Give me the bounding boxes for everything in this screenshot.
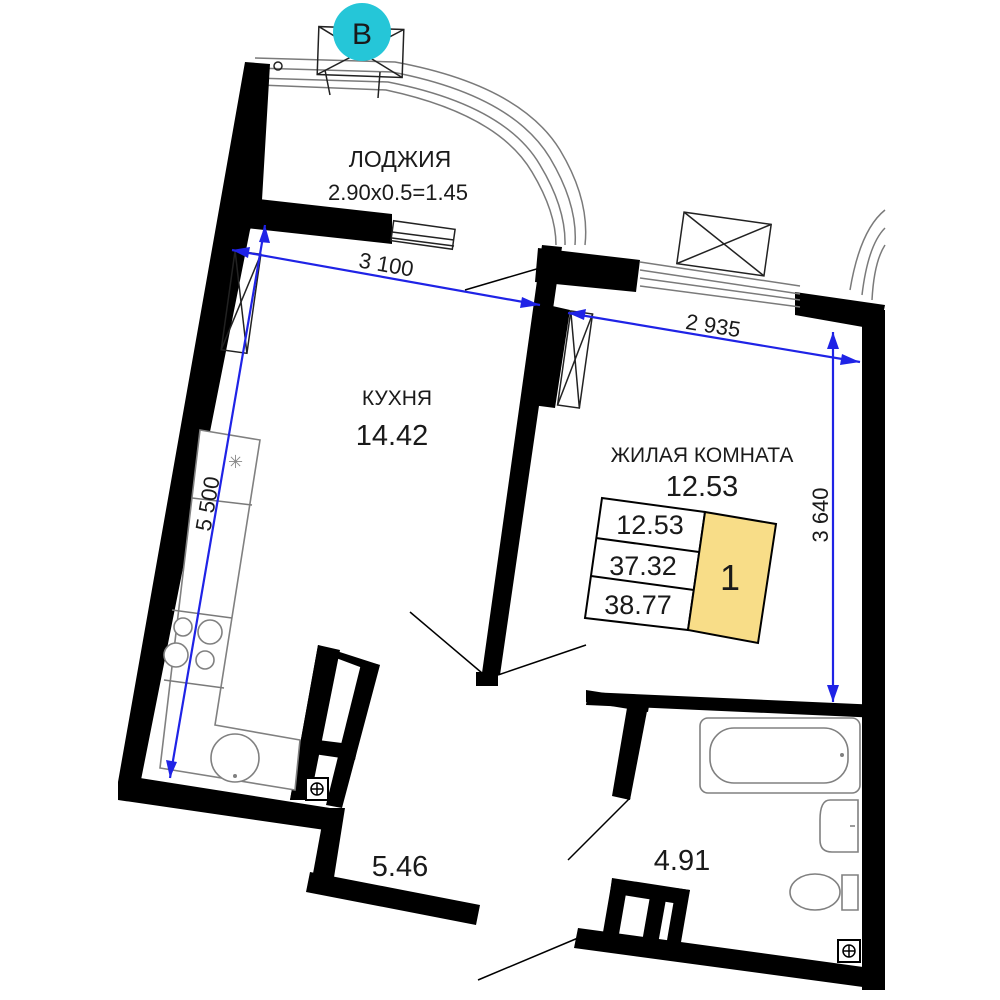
loggia-area: 2.90x0.5=1.45 — [328, 180, 468, 205]
loggia-name: ЛОДЖИЯ — [349, 146, 451, 172]
living-area: 12.53 — [666, 471, 739, 503]
living-length-label: 3 640 — [808, 487, 833, 542]
dimension-lines — [166, 224, 861, 779]
kitchen-counter: ✳ — [159, 429, 301, 791]
bath-fixtures — [699, 717, 861, 911]
walls — [118, 62, 885, 990]
summary-table: 12.53 37.32 38.77 1 — [583, 496, 778, 645]
vent-boxes — [305, 777, 861, 963]
loggia-glazing — [254, 25, 587, 246]
kitchen-area: 14.42 — [356, 420, 429, 452]
compass-badge: В — [333, 3, 391, 61]
door-lines — [409, 267, 631, 981]
kitchen-name: КУХНЯ — [362, 387, 432, 410]
total-with-loggia-value: 38.77 — [604, 590, 672, 620]
compass-letter: В — [352, 18, 372, 51]
bath-area: 4.91 — [654, 845, 710, 877]
rooms-count-badge — [686, 510, 778, 645]
hood-mark-icon: ✳ — [228, 452, 243, 472]
kitchen-width-label: 3 100 — [357, 248, 416, 282]
living-name: ЖИЛАЯ КОМНАТА — [611, 444, 794, 467]
hall-area: 5.46 — [372, 851, 428, 883]
rooms-count-value: 1 — [720, 557, 740, 598]
total-area-value: 37.32 — [609, 551, 677, 581]
living-width-label: 2 935 — [684, 309, 742, 342]
living-area-value: 12.53 — [616, 510, 684, 540]
living-glazing — [639, 209, 886, 308]
